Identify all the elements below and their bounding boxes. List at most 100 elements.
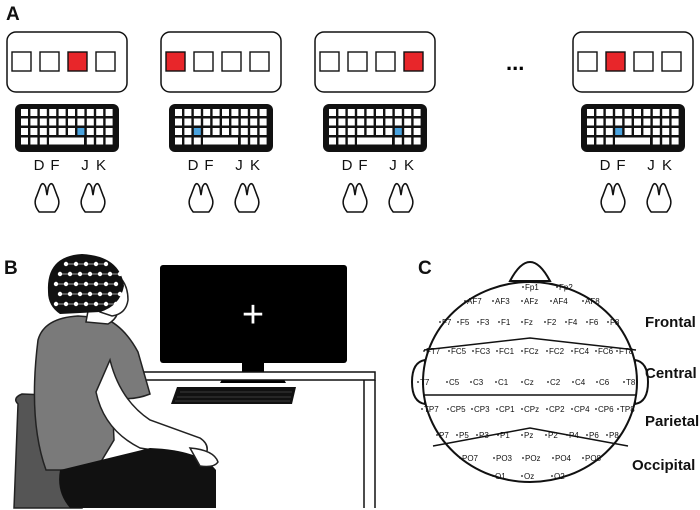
- panel-label-b: B: [4, 258, 18, 279]
- key: [68, 118, 75, 126]
- electrode-dot: [552, 457, 554, 459]
- key: [634, 128, 641, 135]
- electrode-C4: C4: [575, 378, 586, 387]
- key: [413, 118, 421, 126]
- hand-icon: [188, 182, 214, 213]
- key: [329, 118, 336, 126]
- panel-label-a: A: [6, 4, 20, 25]
- key: [652, 128, 660, 135]
- electrode-dot: [495, 381, 497, 383]
- hand-icon: [80, 182, 106, 213]
- electrode-CP2: CP2: [549, 405, 565, 414]
- electrode-Cz: Cz: [524, 378, 534, 387]
- target-square: [403, 51, 424, 72]
- key: [413, 128, 421, 135]
- key: [184, 118, 192, 126]
- key: [39, 137, 47, 145]
- key: [222, 109, 229, 116]
- key: [643, 118, 651, 126]
- electrode-dot: [496, 408, 498, 410]
- key: [643, 109, 651, 116]
- highlighted-key: [77, 128, 85, 135]
- electrode-dot: [572, 381, 574, 383]
- electrode-Fp2: Fp2: [559, 283, 573, 292]
- response-key-label: F: [204, 157, 213, 174]
- electrode-CPz: CPz: [524, 405, 539, 414]
- electrode-dot: [447, 408, 449, 410]
- stimulus-square: [249, 51, 270, 72]
- key: [105, 128, 113, 135]
- key: [96, 109, 104, 116]
- key: [193, 118, 201, 126]
- key: [587, 109, 594, 116]
- key: [605, 128, 613, 135]
- hand-icon: [34, 182, 60, 213]
- key: [652, 118, 660, 126]
- electrode-dot: [521, 321, 523, 323]
- key: [338, 128, 346, 135]
- electrode-FC4: FC4: [574, 347, 590, 356]
- electrode-P8: P8: [609, 431, 619, 440]
- electrode-dot: [448, 350, 450, 352]
- key: [21, 118, 28, 126]
- electrode-dot: [586, 434, 588, 436]
- head-outline: [422, 281, 638, 483]
- response-key-label: K: [662, 157, 672, 174]
- electrode-dot: [476, 434, 478, 436]
- key: [587, 137, 594, 145]
- key: [77, 118, 85, 126]
- sequence-ellipsis: ...: [506, 50, 524, 75]
- electrode-dot: [522, 286, 524, 288]
- hand-icon: [342, 182, 368, 213]
- electrode-dot: [493, 457, 495, 459]
- key: [394, 109, 402, 116]
- stimulus-square: [347, 51, 368, 72]
- electrode-PO3: PO3: [496, 454, 513, 463]
- electrode-dot: [556, 286, 558, 288]
- key: [366, 118, 374, 126]
- stimulus-square: [39, 51, 60, 72]
- electrode-C5: C5: [449, 378, 460, 387]
- key: [662, 137, 670, 145]
- electrode-dot: [595, 350, 597, 352]
- key: [376, 118, 383, 126]
- head-nose: [508, 260, 552, 282]
- key: [605, 109, 613, 116]
- electrode-dot: [521, 434, 523, 436]
- response-key-label: K: [96, 157, 106, 174]
- key: [49, 118, 57, 126]
- key: [175, 118, 182, 126]
- stimulus-square: [375, 51, 396, 72]
- response-key-label: K: [404, 157, 414, 174]
- electrode-P7: P7: [439, 431, 449, 440]
- electrode-F6: F6: [589, 318, 599, 327]
- response-key-label: D: [34, 157, 45, 174]
- electrode-P3: P3: [479, 431, 489, 440]
- highlighted-key: [394, 128, 402, 135]
- key: [240, 137, 248, 145]
- key: [250, 118, 258, 126]
- key: [347, 118, 355, 126]
- key: [49, 109, 57, 116]
- key: [329, 137, 336, 145]
- response-key-label: J: [647, 157, 655, 174]
- electrode-F8: F8: [610, 318, 620, 327]
- electrode-dot: [423, 350, 425, 352]
- spacebar: [49, 137, 84, 145]
- electrode-dot: [492, 300, 494, 302]
- hand-icon: [388, 182, 414, 213]
- key: [250, 128, 258, 135]
- electrode-dot: [498, 321, 500, 323]
- response-key-label: J: [389, 157, 397, 174]
- electrode-dot: [472, 350, 474, 352]
- key: [240, 128, 248, 135]
- electrode-dot: [582, 457, 584, 459]
- panel-label-c: C: [418, 258, 432, 279]
- electrode-dot: [477, 321, 479, 323]
- electrode-dot: [606, 434, 608, 436]
- electrode-dot: [464, 300, 466, 302]
- key: [671, 128, 679, 135]
